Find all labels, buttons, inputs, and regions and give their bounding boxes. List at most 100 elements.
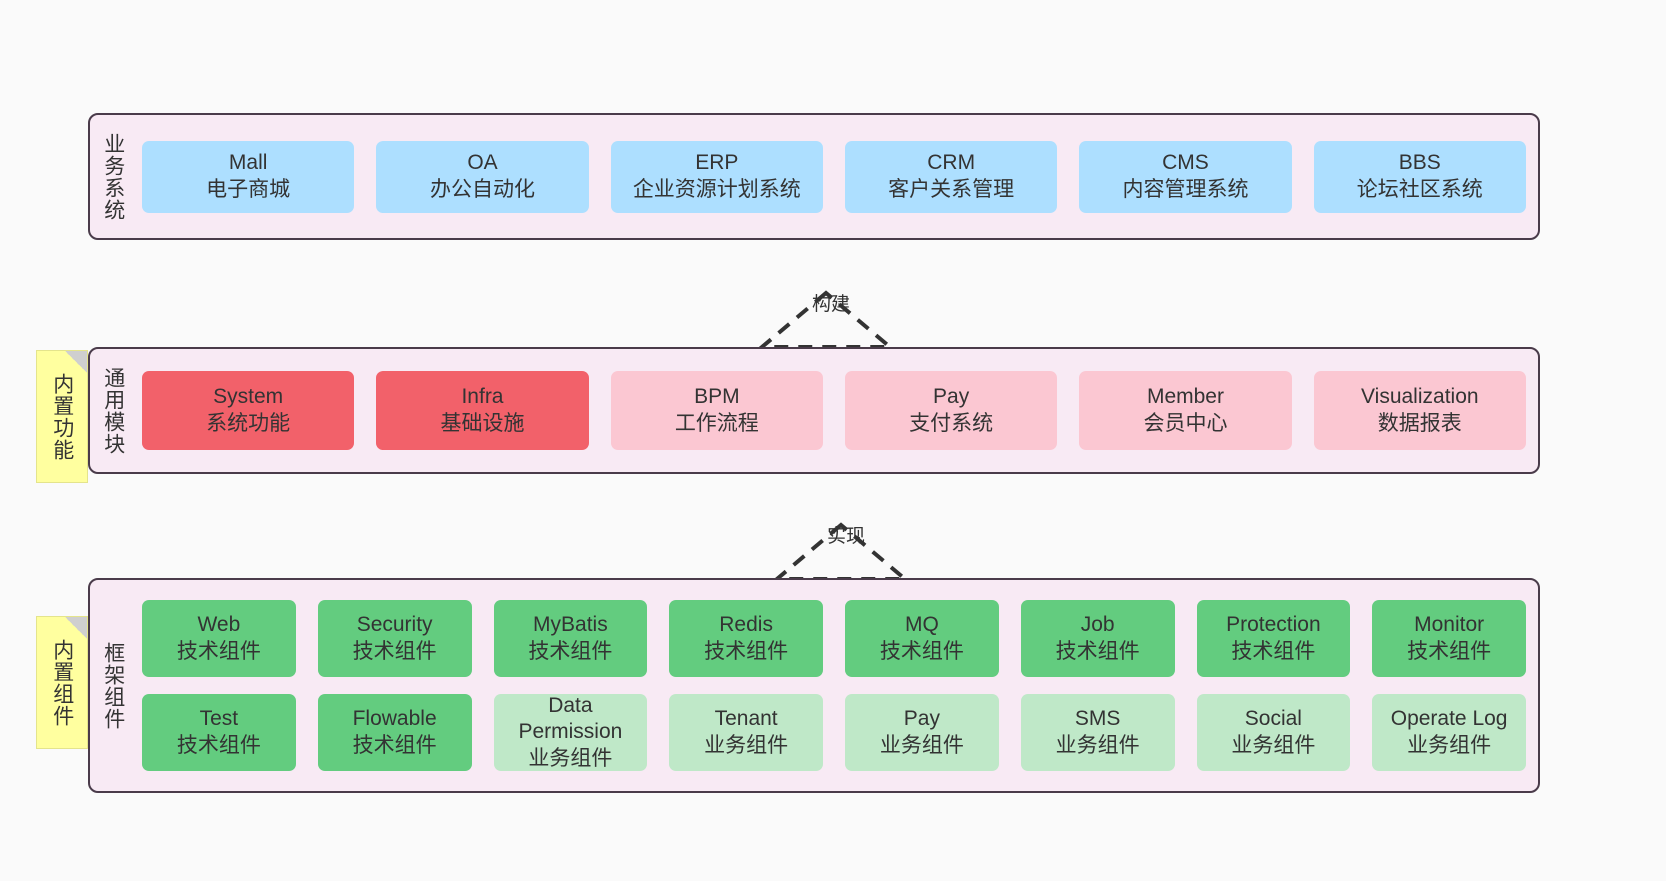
node-subtitle: 支付系统 (909, 411, 994, 435)
layer-business-systems[interactable]: 业务系统 Mall 电子商城 OA 办公自动化 ERP 企业资源计划系统 CRM… (88, 113, 1540, 240)
node-social[interactable]: Social 业务组件 (1196, 694, 1351, 771)
node-flowable[interactable]: Flowable 技术组件 (317, 694, 472, 771)
layer-framework-components[interactable]: 框架组件 Web 技术组件 Security 技术组件 MyBatis 技术组件… (88, 578, 1540, 793)
node-subtitle: 技术组件 (1407, 639, 1492, 663)
node-title: Flowable (352, 707, 437, 731)
node-subtitle: 内容管理系统 (1122, 177, 1249, 201)
layer-body-common: System 系统功能 Infra 基础设施 BPM 工作流程 Pay 支付系统… (136, 349, 1538, 472)
folded-corner-icon (65, 617, 87, 639)
node-title: Pay (933, 385, 970, 409)
node-title: System (213, 385, 284, 409)
node-subtitle: 数据报表 (1377, 411, 1462, 435)
node-test[interactable]: Test 技术组件 (142, 694, 296, 771)
node-title: Test (199, 707, 239, 731)
node-security[interactable]: Security 技术组件 (317, 600, 472, 677)
layer-title-framework: 框架组件 (101, 641, 125, 730)
node-title: Redis (719, 613, 773, 637)
node-subtitle: 工作流程 (674, 411, 759, 435)
node-subtitle: 业务组件 (528, 746, 613, 770)
layer-body-business: Mall 电子商城 OA 办公自动化 ERP 企业资源计划系统 CRM 客户关系… (136, 115, 1538, 238)
node-title: Web (197, 613, 241, 637)
node-subtitle: 业务组件 (1407, 733, 1492, 757)
node-subtitle: 技术组件 (352, 639, 437, 663)
node-data-permission[interactable]: Data Permission 业务组件 (493, 694, 648, 771)
node-subtitle: 技术组件 (176, 733, 261, 757)
node-title: Pay (903, 707, 940, 731)
folded-corner-icon (65, 351, 87, 373)
node-mq[interactable]: MQ 技术组件 (845, 600, 999, 677)
note-label: 内置组件 (50, 638, 74, 727)
node-bpm[interactable]: BPM 工作流程 (610, 371, 823, 450)
layer-body-framework: Web 技术组件 Security 技术组件 MyBatis 技术组件 Redi… (136, 580, 1538, 791)
node-subtitle: 业务组件 (879, 733, 964, 757)
node-title: Job (1080, 613, 1115, 637)
node-title: Monitor (1414, 613, 1485, 637)
node-title: Tenant (714, 707, 778, 731)
node-title: Social (1244, 707, 1302, 731)
node-pay-component[interactable]: Pay 业务组件 (845, 694, 999, 771)
node-visualization[interactable]: Visualization 数据报表 (1313, 371, 1526, 450)
node-title: CRM (927, 151, 976, 175)
node-cms[interactable]: CMS 内容管理系统 (1079, 140, 1292, 213)
node-redis[interactable]: Redis 技术组件 (669, 600, 823, 677)
node-subtitle: 办公自动化 (429, 177, 535, 201)
node-title: ERP (695, 151, 739, 175)
node-subtitle: 系统功能 (206, 411, 291, 435)
node-system[interactable]: System 系统功能 (142, 371, 355, 450)
node-pay-module[interactable]: Pay 支付系统 (844, 371, 1058, 450)
node-crm[interactable]: CRM 客户关系管理 (844, 140, 1058, 213)
row-common-1: System 系统功能 Infra 基础设施 BPM 工作流程 Pay 支付系统… (142, 371, 1526, 450)
node-sms[interactable]: SMS 业务组件 (1020, 694, 1175, 771)
node-subtitle: 业务组件 (1055, 733, 1140, 757)
node-subtitle: 电子商城 (206, 177, 291, 201)
node-bbs[interactable]: BBS 论坛社区系统 (1313, 140, 1526, 213)
node-title: OA (467, 151, 498, 175)
node-subtitle: 技术组件 (352, 733, 437, 757)
node-title: BPM (694, 385, 740, 409)
row-business-1: Mall 电子商城 OA 办公自动化 ERP 企业资源计划系统 CRM 客户关系… (142, 140, 1526, 213)
node-subtitle: 技术组件 (1231, 639, 1316, 663)
layer-common-modules[interactable]: 通用模块 System 系统功能 Infra 基础设施 BPM 工作流程 Pay… (88, 347, 1540, 474)
node-title: CMS (1162, 151, 1209, 175)
node-subtitle: 客户关系管理 (888, 177, 1015, 201)
node-monitor[interactable]: Monitor 技术组件 (1372, 600, 1526, 677)
node-title: MQ (904, 613, 939, 637)
node-subtitle: 企业资源计划系统 (632, 177, 801, 201)
node-oa[interactable]: OA 办公自动化 (376, 140, 589, 213)
node-mall[interactable]: Mall 电子商城 (142, 140, 355, 213)
layer-title-common: 通用模块 (101, 366, 125, 455)
node-subtitle: 基础设施 (440, 411, 525, 435)
node-title: Infra (461, 385, 504, 409)
node-tenant[interactable]: Tenant 业务组件 (669, 694, 823, 771)
node-subtitle: 会员中心 (1143, 411, 1228, 435)
node-subtitle: 业务组件 (704, 733, 789, 757)
row-framework-1: Web 技术组件 Security 技术组件 MyBatis 技术组件 Redi… (142, 600, 1526, 677)
connector-implement: 实现 (765, 487, 935, 657)
node-job[interactable]: Job 技术组件 (1020, 600, 1175, 677)
node-title: Data Permission (518, 694, 623, 744)
node-mybatis[interactable]: MyBatis 技术组件 (493, 600, 648, 677)
connector-label-build: 构建 (812, 294, 851, 315)
node-title: MyBatis (533, 613, 608, 637)
node-infra[interactable]: Infra 基础设施 (376, 371, 589, 450)
node-title: BBS (1398, 151, 1441, 175)
node-member[interactable]: Member 会员中心 (1079, 371, 1292, 450)
node-title: Mall (228, 151, 268, 175)
node-web[interactable]: Web 技术组件 (142, 600, 296, 677)
row-framework-2: Test 技术组件 Flowable 技术组件 Data Permission … (142, 694, 1526, 771)
layer-title-business: 业务系统 (101, 132, 125, 221)
note-builtin-components: 内置组件 (36, 616, 88, 749)
node-erp[interactable]: ERP 企业资源计划系统 (610, 140, 823, 213)
node-subtitle: 论坛社区系统 (1356, 177, 1483, 201)
node-title: Security (356, 613, 433, 637)
node-title: Protection (1226, 613, 1321, 637)
node-subtitle: 技术组件 (1055, 639, 1140, 663)
node-subtitle: 技术组件 (879, 639, 964, 663)
node-title: SMS (1074, 707, 1121, 731)
note-label: 内置功能 (50, 372, 74, 461)
node-operate-log[interactable]: Operate Log 业务组件 (1372, 694, 1526, 771)
node-protection[interactable]: Protection 技术组件 (1196, 600, 1351, 677)
node-title: Visualization (1361, 385, 1479, 409)
connector-label-implement: 实现 (827, 526, 866, 547)
node-subtitle: 技术组件 (528, 639, 613, 663)
